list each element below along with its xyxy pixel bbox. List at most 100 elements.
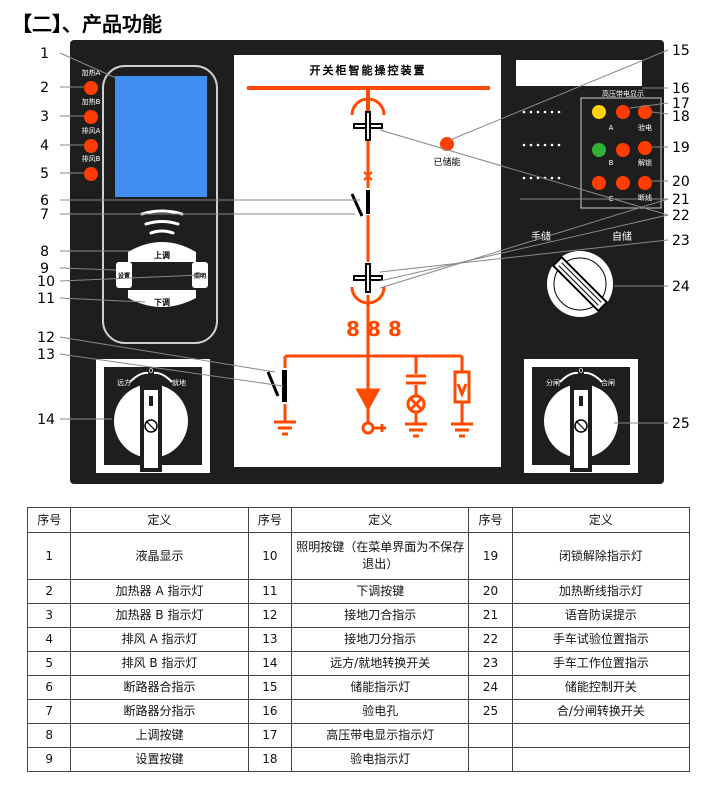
close-label: 合闸 [601, 378, 615, 387]
item-definition: 高压带电显示指示灯 [291, 723, 470, 748]
callout-23: 23 [672, 233, 690, 249]
item-definition: 排风 A 指示灯 [70, 627, 249, 652]
item-number: 1 [26, 532, 72, 580]
item-definition [511, 723, 691, 748]
header-def-1: 定义 [70, 507, 249, 533]
item-definition: 储能控制开关 [511, 675, 691, 700]
capacitor-lamp-mimic [405, 356, 427, 438]
stored-energy-indicator [440, 137, 454, 151]
unlock-label: 解锁 [638, 158, 652, 167]
fan-b-indicator [84, 167, 98, 181]
item-number: 4 [26, 627, 72, 652]
phase-c-indicator [592, 176, 606, 190]
mimic-title: 开关柜智能操控装置 [310, 63, 427, 77]
current-transformer-symbols: 8 8 8 [346, 317, 402, 341]
local-label: 就地 [172, 378, 186, 387]
item-number: 21 [468, 603, 513, 628]
breaker-open-indicator [350, 190, 370, 217]
header-def-2: 定义 [291, 507, 470, 533]
callout-7: 7 [40, 207, 49, 223]
callout-2: 2 [40, 80, 49, 96]
callout-12: 12 [37, 330, 55, 346]
busbar-mimic [247, 86, 490, 358]
nav-button-cluster: 上调 设置 照明 下调 [116, 242, 208, 307]
up-button [128, 242, 196, 262]
header-no-1: 序号 [26, 507, 72, 533]
unlock-indicator [638, 141, 652, 155]
phase-b-label: B [609, 159, 614, 167]
hv-red-indicator-2 [616, 143, 630, 157]
down-button-label: 下调 [154, 297, 170, 307]
up-button-label: 上调 [154, 250, 170, 260]
item-number: 3 [26, 603, 72, 628]
callout-10: 10 [37, 274, 55, 290]
header-no-3: 序号 [468, 507, 513, 533]
hv-indicator-area [580, 97, 662, 209]
item-number: 8 [26, 723, 72, 748]
auto-storage-label: 自储 [612, 230, 632, 243]
hv-red-indicator-3 [616, 176, 630, 190]
item-definition: 手车试验位置指示 [511, 627, 691, 652]
callout-17: 17 [672, 96, 690, 112]
trolley-test-position [353, 263, 383, 293]
right-switch-zero: 0 [579, 367, 583, 375]
callout-15: 15 [672, 43, 690, 59]
down-button [128, 290, 196, 307]
item-number: 6 [26, 675, 72, 700]
phase-a-indicator [592, 105, 606, 119]
item-number: 11 [247, 579, 293, 604]
callout-1: 1 [40, 46, 49, 62]
callout-24: 24 [672, 279, 690, 295]
svg-text:8: 8 [367, 317, 381, 341]
panel-lamps [294, 485, 440, 494]
item-definition: 照明按键（在菜单界面为不保存退出） [291, 532, 470, 580]
item-definition: 语音防误提示 [511, 603, 691, 628]
callout-21: 21 [672, 192, 690, 208]
item-definition: 闭锁解除指示灯 [511, 532, 691, 580]
callout-9: 9 [40, 261, 49, 277]
item-number: 17 [247, 723, 293, 748]
page-heading: 【二】、产品功能 [12, 12, 162, 36]
callout-25: 25 [672, 416, 690, 432]
item-definition: 上调按键 [70, 723, 249, 748]
callout-leader-lines [59, 49, 669, 424]
disconnect-label: 断线 [638, 193, 652, 202]
item-definition: 验电孔 [291, 699, 470, 724]
fan-b-label: 排风B [82, 154, 101, 163]
cable-outlet-mimic [355, 356, 386, 435]
item-number: 2 [26, 579, 72, 604]
item-number: 9 [26, 747, 72, 772]
fan-a-label: 排风A [82, 126, 101, 135]
callout-16: 16 [672, 81, 690, 97]
item-number: 20 [468, 579, 513, 604]
item-number: 15 [247, 675, 293, 700]
item-definition: 远方/就地转换开关 [291, 651, 470, 676]
heater-b-label: 加热B [82, 97, 101, 106]
test-label: 验电 [638, 123, 652, 132]
callout-19: 19 [672, 140, 690, 156]
svg-text:8: 8 [388, 317, 402, 341]
callout-5: 5 [40, 166, 49, 182]
item-definition: 断路器分指示 [70, 699, 249, 724]
item-number [468, 747, 513, 772]
heater-a-indicator [84, 81, 98, 95]
callout-13: 13 [37, 347, 55, 363]
hv-red-indicator-1 [616, 105, 630, 119]
heater-indicators: 加热A 加热B 排风A 排风B [82, 68, 101, 181]
item-number: 24 [468, 675, 513, 700]
breaker-close-indicator [363, 171, 373, 181]
heater-a-label: 加热A [82, 68, 101, 77]
disconnect-indicator [638, 176, 652, 190]
test-indicator [638, 105, 652, 119]
table-header-row: 序号 定义 序号 定义 序号 定义 [26, 507, 691, 533]
item-number: 25 [468, 699, 513, 724]
item-definition: 加热断线指示灯 [511, 579, 691, 604]
header-def-3: 定义 [511, 507, 691, 533]
